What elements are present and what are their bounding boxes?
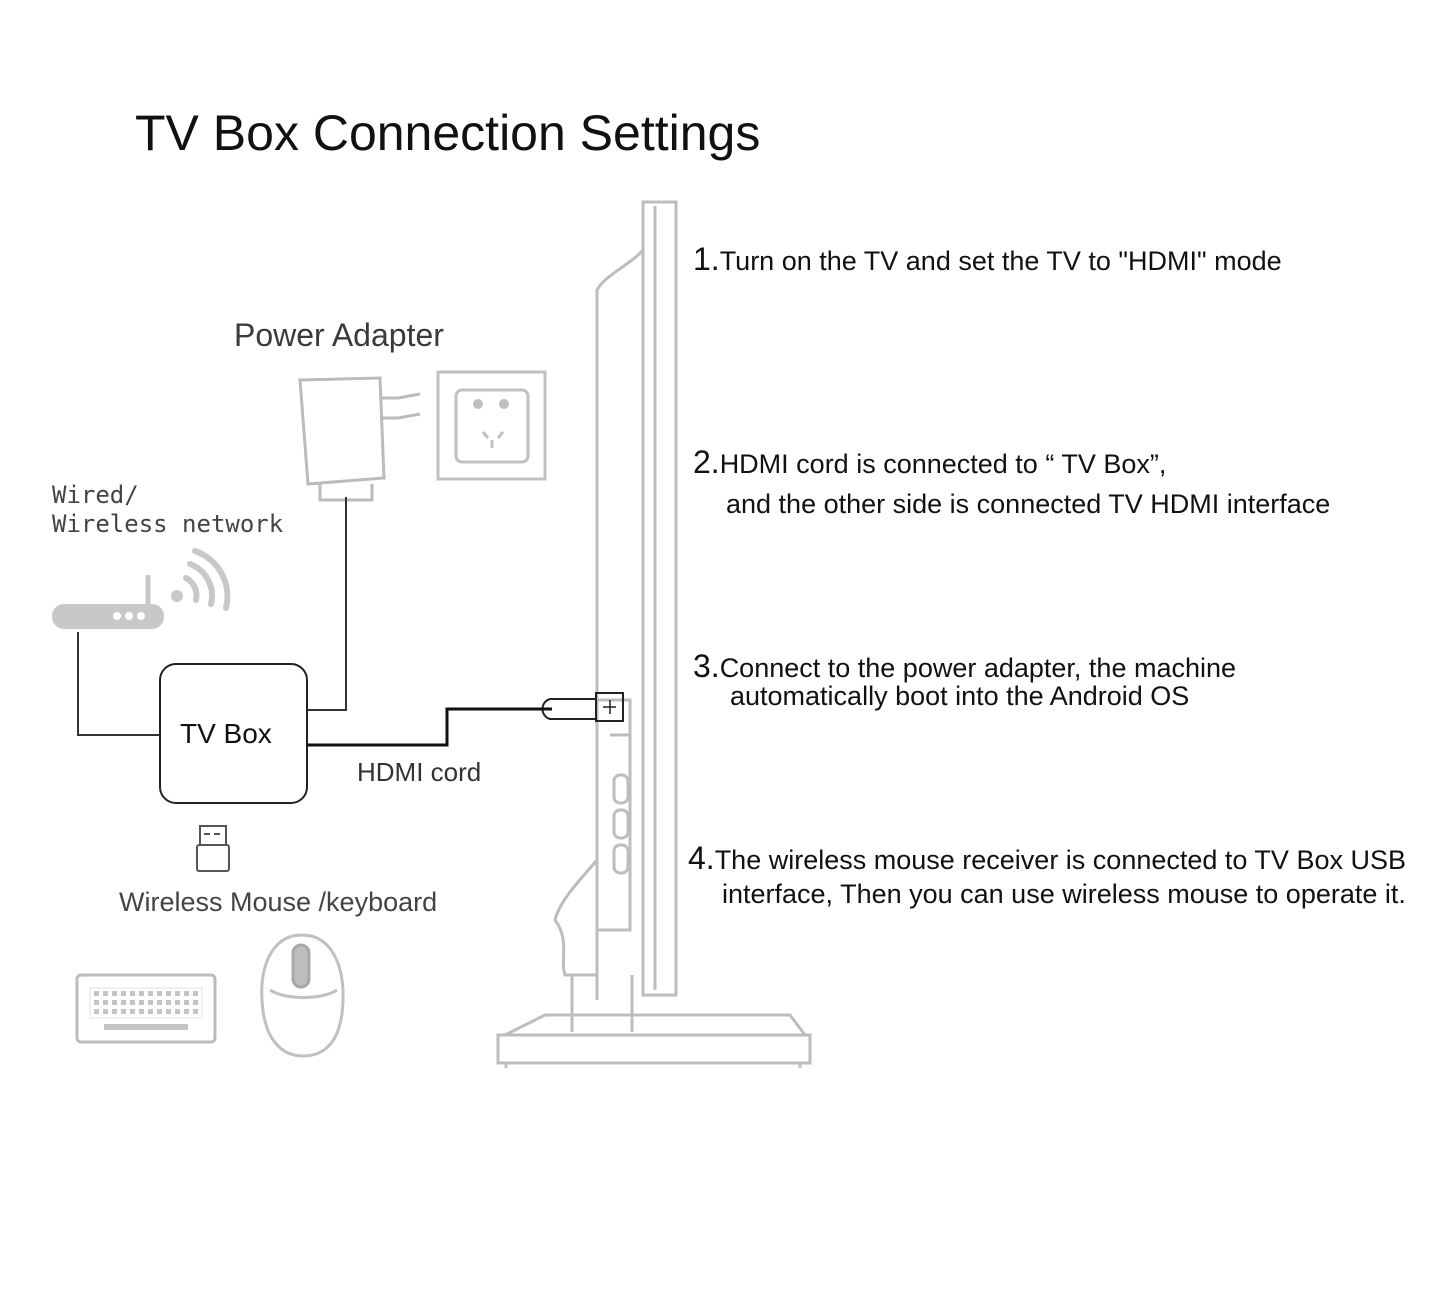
- usb-receiver-icon: [196, 825, 230, 872]
- hdmi-cable: [307, 707, 552, 747]
- power-cable: [307, 497, 347, 711]
- step-number: 3.: [693, 648, 720, 684]
- step-2-continued: and the other side is connected TV HDMI …: [726, 489, 1331, 519]
- network-cable: [77, 632, 161, 736]
- tv-box-label: TV Box: [180, 718, 272, 749]
- wall-socket-icon: [436, 370, 547, 481]
- hdmi-cord-label: HDMI cord: [357, 757, 482, 787]
- step-3-continued: automatically boot into the Android OS: [730, 681, 1190, 711]
- step-number: 2.: [693, 444, 720, 480]
- wifi-signal-icon: [171, 548, 231, 611]
- keyboard-icon: [75, 973, 217, 1044]
- step-3: 3.Connect to the power adapter, the mach…: [693, 648, 1236, 685]
- network-label-line1: Wired/: [52, 481, 139, 509]
- page-title: TV Box Connection Settings: [135, 105, 761, 161]
- step-1: 1.Turn on the TV and set the TV to "HDMI…: [693, 241, 1282, 278]
- step-text: The wireless mouse receiver is connected…: [714, 845, 1406, 875]
- tv-hdmi-port: [541, 692, 624, 722]
- step-4-continued: interface, Then you can use wireless mou…: [722, 879, 1406, 909]
- power-adapter-icon: [298, 376, 421, 502]
- router-icon: [52, 575, 164, 629]
- power-adapter-label: Power Adapter: [234, 317, 444, 353]
- step-text: HDMI cord is connected to “ TV Box”,: [719, 449, 1167, 479]
- step-4: 4.The wireless mouse receiver is connect…: [688, 840, 1406, 877]
- step-number: 1.: [693, 241, 720, 277]
- tv-side-view: [496, 200, 812, 1068]
- mouse-icon: [260, 933, 345, 1058]
- tv-box-device: [159, 663, 308, 804]
- step-text: Connect to the power adapter, the machin…: [719, 653, 1237, 683]
- step-2: 2.HDMI cord is connected to “ TV Box”,: [693, 444, 1166, 481]
- network-label: Wired/ Wireless network: [52, 481, 283, 539]
- network-label-line2: Wireless network: [52, 510, 284, 538]
- step-text: Turn on the TV and set the TV to "HDMI" …: [719, 246, 1282, 276]
- step-number: 4.: [688, 840, 715, 876]
- wireless-mouse-keyboard-label: Wireless Mouse /keyboard: [119, 887, 438, 917]
